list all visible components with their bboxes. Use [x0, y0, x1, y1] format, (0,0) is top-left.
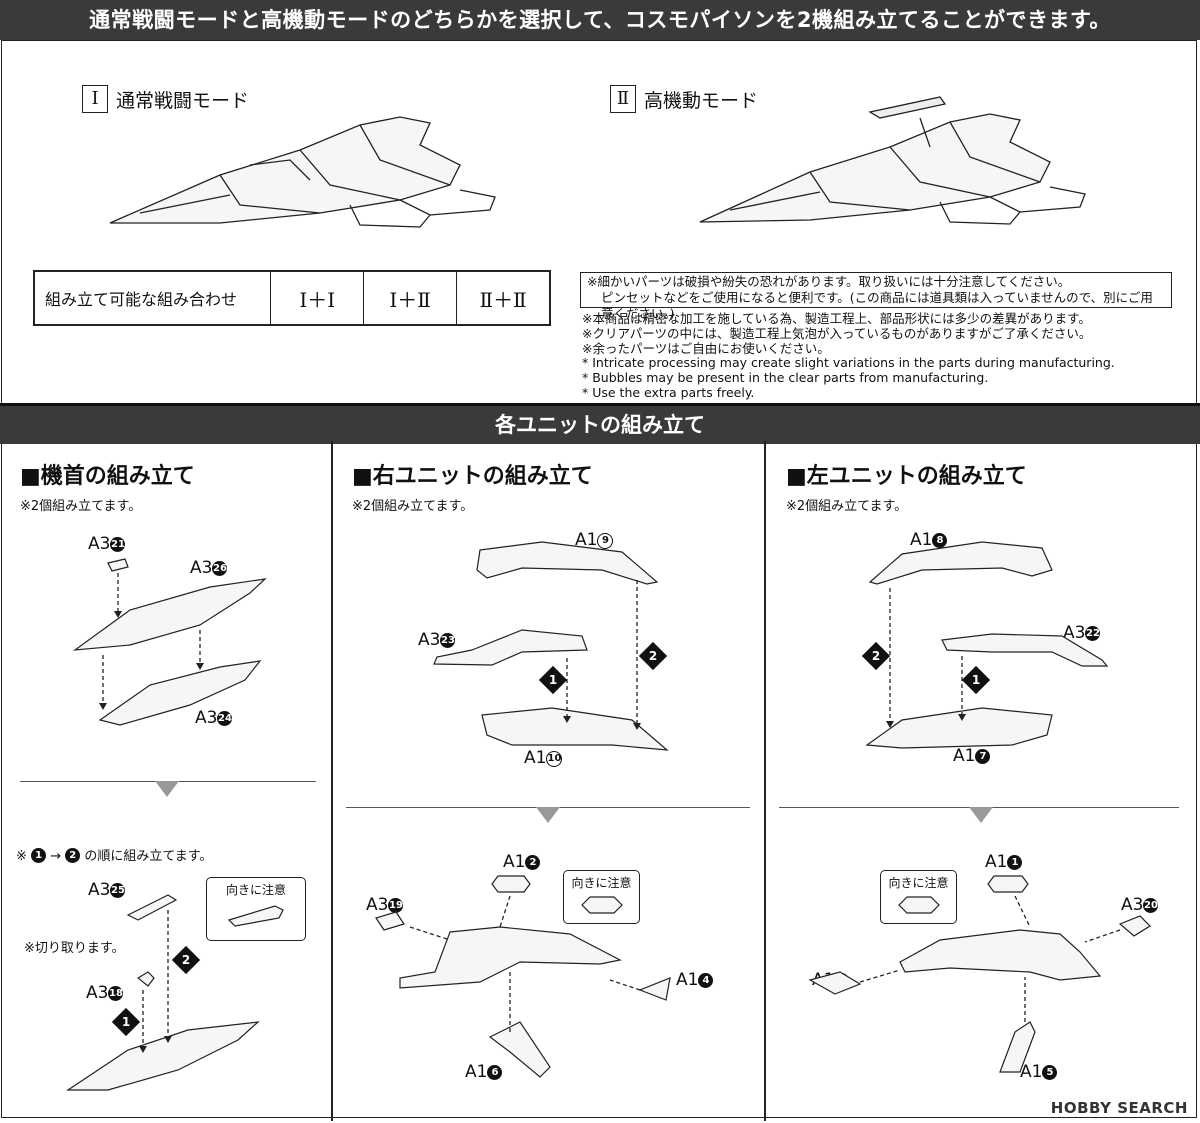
note-item: ※余ったパーツはご自由にお使いください。 — [582, 340, 830, 356]
combination-label: 組み立て可能な組み合わせ — [45, 290, 238, 309]
unit-sub-nose: ※2個組み立てます。 — [20, 499, 142, 514]
notes-list: ※本商品は精密な加工を施している為、製造工程上、部品形状には多少の差異があります… — [582, 311, 1115, 401]
tip-text: 向きに注意 — [888, 876, 949, 890]
step-badge-1: 1 — [961, 665, 991, 695]
orientation-tip: 向きに注意 — [880, 870, 957, 924]
ship-illustration-high — [699, 96, 1086, 225]
section-banner: 各ユニットの組み立て — [0, 403, 1200, 444]
note-item: * Intricate processing may create slight… — [582, 355, 1115, 371]
part-label: A320 — [1121, 895, 1159, 915]
left-unit-final-diagram — [808, 875, 1151, 1073]
column-divider — [331, 441, 333, 1121]
order-note: ※ 1 → 2 の順に組み立てます。 — [16, 848, 213, 864]
cut-note: ※切り取ります。 — [24, 941, 125, 956]
roman-box-2: Ⅱ — [610, 85, 636, 113]
step-badge-1: 1 — [111, 1007, 141, 1037]
next-step-arrow — [536, 807, 560, 823]
mode-name-1: 通常戦闘モード — [116, 89, 250, 112]
caution-line-1: ※細かいパーツは破損や紛失の恐れがあります。取り扱いには十分注意してください。 — [587, 274, 1071, 289]
watermark: HOBBY SEARCH — [1050, 1099, 1188, 1117]
unit-title-left: ■左ユニットの組み立て — [786, 464, 1027, 489]
tip-text: 向きに注意 — [571, 876, 632, 890]
step-badge-2: 2 — [861, 641, 891, 671]
unit-title-nose: ■機首の組み立て — [20, 464, 195, 489]
part-label: A325 — [88, 880, 126, 900]
caution-box: ※細かいパーツは破損や紛失の恐れがあります。取り扱いには十分注意してください。 … — [580, 272, 1172, 321]
part-label: A324 — [195, 708, 233, 728]
left-unit-diagram — [865, 541, 1109, 749]
combination-option-2: Ⅰ＋Ⅱ — [363, 272, 456, 324]
section-title: 各ユニットの組み立て — [495, 413, 705, 437]
part-orientation-icon — [898, 896, 940, 914]
combination-option-1: Ⅰ＋Ⅰ — [270, 272, 363, 324]
ship-illustration-normal — [109, 116, 496, 228]
part-label: A319 — [366, 895, 404, 915]
page-frame — [1, 40, 1197, 1118]
part-label: A326 — [190, 558, 228, 578]
mode-label-high: Ⅱ 高機動モード — [610, 85, 758, 113]
mode-label-normal: Ⅰ 通常戦闘モード — [82, 85, 249, 113]
right-unit-final-diagram — [375, 875, 671, 1078]
combination-table: 組み立て可能な組み合わせ Ⅰ＋Ⅰ Ⅰ＋Ⅱ Ⅱ＋Ⅱ — [33, 270, 551, 326]
part-label: A318 — [86, 983, 124, 1003]
nose-final-diagram — [66, 894, 260, 1091]
right-unit-diagram — [433, 541, 669, 751]
note-item: * Bubbles may be present in the clear pa… — [582, 370, 989, 386]
next-step-arrow — [969, 807, 993, 823]
unit-sub-right: ※2個組み立てます。 — [352, 499, 474, 514]
part-label: A322 — [1063, 623, 1101, 643]
step-badge-2: 2 — [638, 641, 668, 671]
nose-assembly-diagram — [72, 558, 267, 726]
note-item: ※クリアパーツの中には、製造工程上気泡が入っているものがありますがご了承ください… — [582, 325, 1092, 341]
unit-sub-left: ※2個組み立てます。 — [786, 499, 908, 514]
orientation-tip: 向きに注意 — [563, 870, 640, 924]
unit-title-right: ■右ユニットの組み立て — [352, 464, 593, 489]
combination-option-3: Ⅱ＋Ⅱ — [456, 272, 549, 324]
column-divider — [764, 441, 766, 1121]
part-orientation-icon — [227, 905, 284, 927]
note-item: * Use the extra parts freely. — [582, 384, 755, 400]
note-item: ※本商品は精密な加工を施している為、製造工程上、部品形状には多少の差異があります… — [582, 311, 1091, 326]
mode-name-2: 高機動モード — [644, 89, 759, 112]
part-orientation-icon — [581, 896, 623, 914]
roman-box-1: Ⅰ — [82, 85, 108, 113]
next-step-arrow — [155, 781, 179, 797]
header-title: 通常戦闘モードと高機動モードのどちらかを選択して、コスモパイソンを2機組み立てる… — [89, 8, 1111, 32]
orientation-tip: 向きに注意 — [206, 877, 306, 941]
step-badge-2: 2 — [171, 945, 201, 975]
part-label: A323 — [418, 630, 456, 650]
step-badge-1: 1 — [538, 665, 568, 695]
header-banner: 通常戦闘モードと高機動モードのどちらかを選択して、コスモパイソンを2機組み立てる… — [0, 0, 1200, 40]
caution-line-2: ピンセットなどをご使用になると便利です。(この商品には道具類は入っていませんので… — [601, 290, 1153, 321]
part-label: A110 — [524, 748, 563, 768]
tip-text: 向きに注意 — [225, 883, 286, 897]
part-label: A321 — [88, 534, 126, 554]
